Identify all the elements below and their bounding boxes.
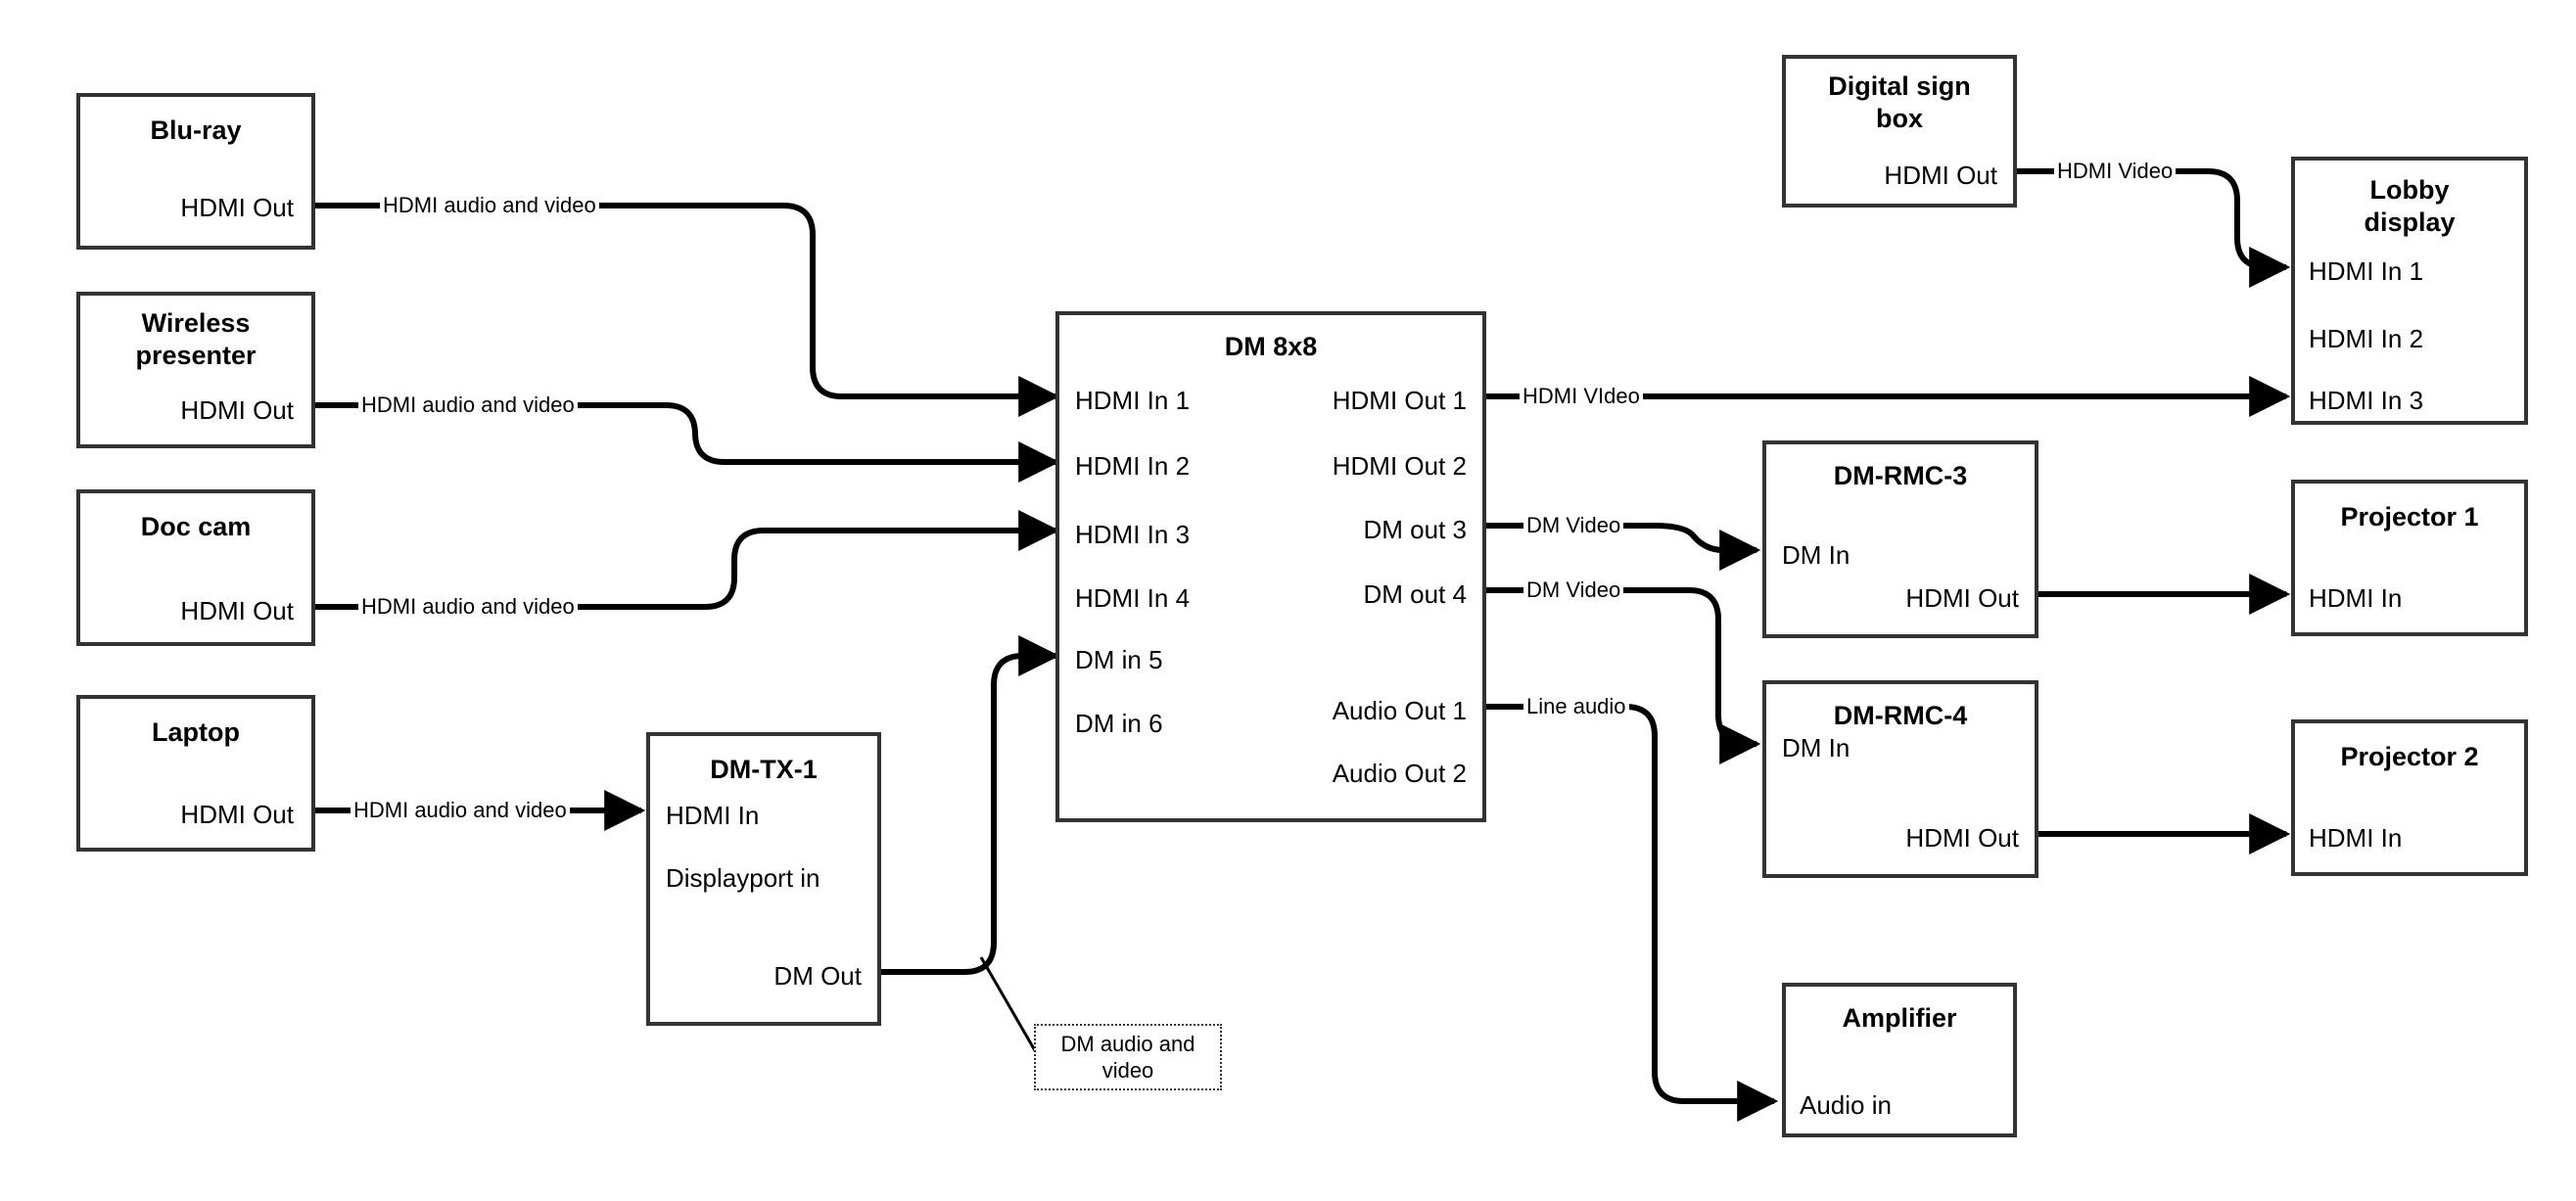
callout-leader-dm-audio-video [979,956,1038,1053]
wire-label-wireless-to-dm: HDMI audio and video [358,393,578,418]
node-dm-8x8-input-dm-in-6: DM in 6 [1075,709,1163,738]
node-bluray-title: Blu-ray [150,115,242,145]
wire-label-laptop-to-dmtx1: HDMI audio and video [351,798,570,823]
node-dm-tx-1-port-hdmi-in: HDMI In [666,801,760,830]
wire-label-hdmiout1-to-lobby: HDMI VIdeo [1520,384,1643,409]
node-wireless-presenter-port-hdmi-out: HDMI Out [180,395,294,425]
node-lobby-display-title-line1: Lobby [2369,175,2450,205]
node-dm-rmc-4[interactable]: DM-RMC-4 DM In HDMI Out [1762,680,2038,878]
node-dm-8x8-input-hdmi-in-1: HDMI In 1 [1075,386,1191,415]
node-wireless-presenter[interactable]: Wireless presenter HDMI Out [76,292,315,448]
node-dm-8x8-input-hdmi-in-2: HDMI In 2 [1075,451,1191,481]
node-amplifier-port-audio-in: Audio in [1800,1090,1892,1120]
node-amplifier[interactable]: Amplifier Audio in [1782,983,2017,1137]
node-lobby-display-input-hdmi-in-2: HDMI In 2 [2309,324,2424,353]
wire-dm-dmout4-to-rmc4-dm-in [1486,587,1761,764]
node-laptop-port-hdmi-out: HDMI Out [180,800,294,829]
node-dm-tx-1-port-dm-out: DM Out [773,961,862,991]
node-projector-2-title: Projector 2 [2340,742,2479,771]
node-dm-8x8-output-dm-out-4: DM out 4 [1363,579,1468,609]
node-lobby-display[interactable]: Lobby display HDMI In 1 HDMI In 2 HDMI I… [2291,157,2528,425]
node-amplifier-title: Amplifier [1842,1003,1957,1033]
node-dm-8x8-input-dm-in-5: DM in 5 [1075,645,1163,674]
wire-dm-audioout1-to-amplifier [1486,704,1779,1122]
node-digital-sign-box-title-line2: box [1875,104,1923,133]
node-wireless-presenter-title-line1: Wireless [141,308,251,338]
wire-label-audioout1-to-amplifier: Line audio [1523,694,1629,719]
node-lobby-display-input-hdmi-in-3: HDMI In 3 [2309,386,2424,415]
wire-label-dmout4-to-rmc4: DM Video [1523,577,1624,603]
node-dm-8x8-output-audio-out-1: Audio Out 1 [1332,696,1467,725]
node-doc-cam-title: Doc cam [140,512,252,541]
wire-label-digitalsign-to-lobby: HDMI Video [2054,159,2177,184]
node-projector-1-port-hdmi-in: HDMI In [2309,583,2403,613]
node-dm-rmc-4-title: DM-RMC-4 [1833,701,1968,730]
wire-bluray-to-dm-hdmi-in-1 [315,203,1060,417]
node-digital-sign-box-port-hdmi-out: HDMI Out [1884,161,1997,190]
node-bluray[interactable]: Blu-ray HDMI Out [76,93,315,250]
node-dm-rmc-3-port-dm-in: DM In [1782,540,1850,570]
node-projector-1[interactable]: Projector 1 HDMI In [2291,480,2528,636]
node-laptop-title: Laptop [152,717,240,747]
node-doc-cam[interactable]: Doc cam HDMI Out [76,489,315,646]
node-dm-rmc-4-port-hdmi-out: HDMI Out [1905,823,2019,853]
node-digital-sign-box-title-line1: Digital sign [1828,71,1971,101]
node-dm-8x8-output-hdmi-out-2: HDMI Out 2 [1332,451,1467,481]
node-dm-tx-1[interactable]: DM-TX-1 HDMI In Displayport in DM Out [646,732,881,1026]
wire-digitalsign-to-lobby-hdmi-in-1 [2017,168,2291,288]
node-wireless-presenter-title-line2: presenter [135,341,257,370]
node-digital-sign-box[interactable]: Digital sign box HDMI Out [1782,55,2017,208]
node-dm-8x8-input-hdmi-in-4: HDMI In 4 [1075,583,1191,613]
node-dm-8x8-title: DM 8x8 [1224,332,1318,361]
node-dm-8x8-output-audio-out-2: Audio Out 2 [1332,759,1467,788]
node-projector-2-port-hdmi-in: HDMI In [2309,823,2403,853]
wire-label-bluray-to-dm: HDMI audio and video [380,193,599,218]
node-dm-tx-1-title: DM-TX-1 [710,755,818,784]
node-laptop[interactable]: Laptop HDMI Out [76,695,315,852]
node-dm-rmc-3-title: DM-RMC-3 [1833,461,1968,490]
node-dm-rmc-4-port-dm-in: DM In [1782,733,1850,762]
node-projector-1-title: Projector 1 [2340,502,2479,531]
wire-label-dmout3-to-rmc3: DM Video [1523,513,1624,538]
node-dm-rmc-3[interactable]: DM-RMC-3 DM In HDMI Out [1762,440,2038,638]
wire-dmtx1-to-dm-in-5 [881,635,1060,975]
node-dm-8x8-input-hdmi-in-3: HDMI In 3 [1075,520,1191,549]
node-dm-rmc-3-port-hdmi-out: HDMI Out [1905,583,2019,613]
node-bluray-port-hdmi-out: HDMI Out [180,193,294,222]
node-dm-8x8-output-dm-out-3: DM out 3 [1363,515,1468,544]
node-dm-8x8[interactable]: DM 8x8 HDMI In 1 HDMI In 2 HDMI In 3 HDM… [1055,311,1486,822]
note-dm-audio-and-video: DM audio and video [1034,1024,1222,1090]
node-lobby-display-title-line2: display [2364,208,2456,237]
wire-label-doccam-to-dm: HDMI audio and video [358,594,578,620]
node-doc-cam-port-hdmi-out: HDMI Out [180,596,294,625]
node-lobby-display-input-hdmi-in-1: HDMI In 1 [2309,256,2424,286]
node-projector-2[interactable]: Projector 2 HDMI In [2291,719,2528,876]
node-dm-tx-1-port-displayport-in: Displayport in [666,863,820,893]
node-dm-8x8-output-hdmi-out-1: HDMI Out 1 [1332,386,1467,415]
